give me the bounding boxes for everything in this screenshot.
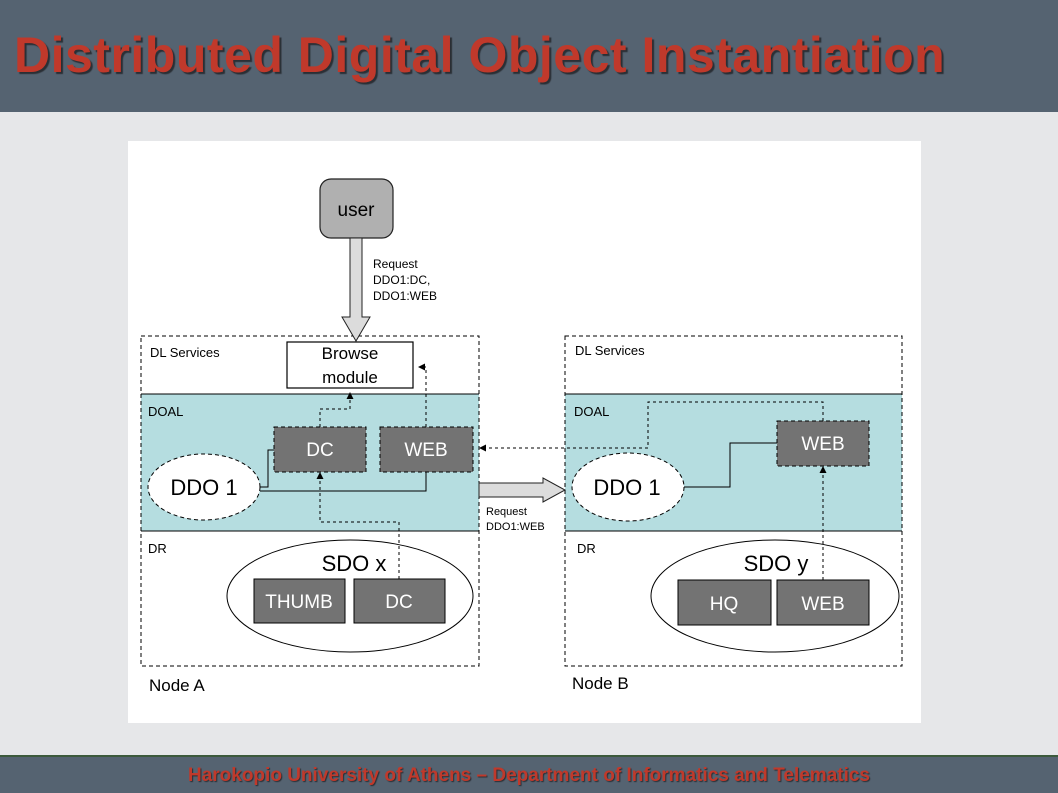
thumb-box: [253, 578, 346, 624]
sdo-dc-to-dc-link: [316, 472, 400, 579]
node-a-dr-label: DR: [148, 541, 167, 556]
node-a-frame: [140, 335, 480, 667]
hq-label: HQ: [710, 594, 739, 615]
hq-box: [677, 579, 772, 626]
dc-to-browse-link: [319, 392, 354, 427]
node-a-web-label: WEB: [404, 440, 447, 461]
footer-bar: Harokopio University of Athens – Departm…: [0, 755, 1058, 793]
node-b-sdo-label: SDO y: [744, 551, 809, 576]
node-b-ddo-to-web-connector: [684, 442, 777, 488]
node-a-ddo-label: DDO 1: [170, 475, 237, 500]
footer-text: Harokopio University of Athens – Departm…: [187, 765, 871, 786]
browse-module-line-1: Browse: [322, 344, 379, 363]
diagram-figure: user Request DDO1:DC, DDO1:WEB DL Servic…: [128, 141, 921, 723]
node-b-frame: [564, 335, 903, 667]
node-a-label: Node A: [149, 676, 205, 695]
title-bar: Distributed Digital Object Instantiation: [0, 0, 1058, 112]
node-b-dr-label: DR: [577, 541, 596, 556]
browse-module-box: [286, 341, 414, 389]
remote-web-response-link: [479, 401, 824, 452]
thumb-label: THUMB: [265, 592, 333, 613]
node-a-sdo-label: SDO x: [322, 551, 387, 576]
node-b-sdo-web-label: WEB: [801, 594, 844, 615]
node-a-sdo-dc-label: DC: [385, 592, 412, 613]
request-mid-line-1: Request: [486, 506, 527, 518]
node-b-doal-label: DOAL: [574, 404, 609, 419]
request-mid-line-2: DDO1:WEB: [486, 521, 545, 533]
node-a-doal-label: DOAL: [148, 404, 183, 419]
request-top-line-2: DDO1:DC,: [373, 273, 430, 287]
web-to-browse-link: [418, 363, 427, 427]
node-b-label: Node B: [572, 674, 629, 693]
request-top-line-1: Request: [373, 257, 418, 271]
node-b-dl-services-label: DL Services: [575, 343, 645, 358]
node-b-sdo-web-box: [776, 579, 870, 626]
browse-module-line-2: module: [322, 368, 378, 387]
request-arrow-down: [341, 237, 371, 342]
ddo-to-dc-connector: [260, 449, 274, 488]
node-b-ddo-label: DDO 1: [593, 475, 660, 500]
node-a-dl-services-label: DL Services: [150, 345, 220, 360]
node-b-web-label: WEB: [801, 434, 844, 455]
node-a-dc-label: DC: [306, 440, 333, 461]
slide-title: Distributed Digital Object Instantiation: [14, 27, 946, 83]
node-a-sdo-ellipse: [226, 539, 474, 653]
ddo-to-web-connector: [260, 472, 427, 492]
request-top-line-3: DDO1:WEB: [373, 289, 437, 303]
diagram-svg: user Request DDO1:DC, DDO1:WEB DL Servic…: [140, 178, 903, 695]
request-arrow-right: [478, 477, 567, 503]
user-label: user: [338, 200, 376, 221]
